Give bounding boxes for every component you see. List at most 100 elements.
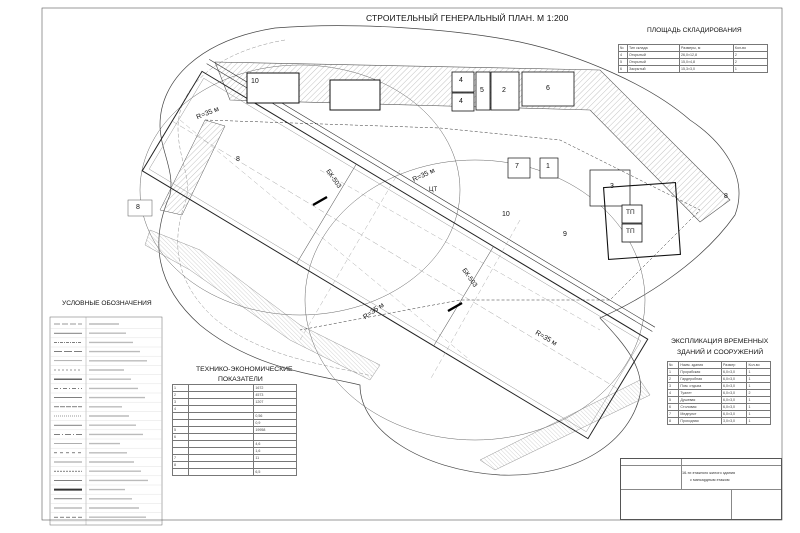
table-cell: 6,0×3,0 — [720, 410, 748, 418]
storage-area — [329, 79, 381, 111]
legend-heading: УСЛОВНЫЕ ОБОЗНАЧЕНИЯ — [62, 300, 152, 307]
stamp-line: с мансардным этажом — [690, 478, 730, 482]
tech-heading: ПОКАЗАТЕЛИ — [218, 376, 263, 383]
sheet-frame — [41, 7, 783, 521]
table-cell: 26,0×12,8 — [678, 51, 734, 59]
table-cell: 4573 — [253, 391, 297, 399]
storage-table: № Тип склада Размеры, м Кол-во 4 Открыты… — [618, 44, 769, 73]
axis-line — [179, 119, 471, 361]
table-cell: 15,3×3,0 — [678, 65, 734, 73]
crane-reach-circle — [304, 159, 646, 441]
table-header: Тип склада — [627, 44, 680, 52]
building-7 — [507, 157, 531, 179]
transformer-substation — [602, 181, 682, 261]
table-cell: 19958 — [253, 426, 297, 434]
building-number: 6 — [546, 85, 550, 92]
table-cell: 0,56 — [253, 412, 297, 420]
table-cell: 6,5 — [253, 468, 297, 476]
table-cell: 11 — [253, 454, 297, 462]
building-number: 8 — [236, 156, 240, 163]
table-cell: Гардеробная — [678, 375, 722, 383]
explication-heading: ЗДАНИЙ И СООРУЖЕНИЙ — [677, 349, 764, 356]
table-row: 3 Пом. отдыха 6,0×3,0 1 — [666, 382, 771, 390]
table-cell: 1 — [746, 417, 771, 425]
table-cell: 7 — [666, 410, 680, 418]
table-cell: 1 — [746, 396, 771, 404]
building-number: 4 — [459, 98, 463, 105]
table-cell: 15,0×4,8 — [678, 58, 734, 66]
table-row: 4 — [171, 405, 297, 413]
table-header: Размеры, м — [678, 44, 734, 52]
axis-line — [429, 219, 521, 381]
table-cell: 4 — [618, 51, 628, 59]
table-cell: 5 — [666, 396, 680, 404]
building-4-bottom — [451, 92, 475, 112]
storage-heading: ПЛОЩАДЬ СКЛАДИРОВАНИЯ — [647, 27, 742, 34]
table-row: 5 Душевая 6,0×3,0 1 — [666, 396, 771, 404]
building-number: 4 — [459, 77, 463, 84]
table-row: 2 Гардеробная 6,0×3,0 1 — [666, 375, 771, 383]
table-cell: 1 — [746, 375, 771, 383]
legend-panel — [49, 316, 163, 526]
table-row: 8 — [171, 461, 297, 469]
table-row: 8 Проходная 3,0×3,0 1 — [666, 417, 771, 425]
table-row: 4,6 — [171, 440, 297, 448]
table-cell: Открытый — [627, 58, 680, 66]
table-header: № — [666, 361, 680, 369]
building-number: 3 — [610, 183, 614, 190]
table-cell: 1,6 — [253, 447, 297, 455]
building-number: 1 — [546, 163, 550, 170]
center-mark-label: ЦТ — [429, 187, 438, 193]
table-cell: 6,0×3,0 — [720, 389, 748, 397]
building-number: 10 — [502, 211, 510, 218]
table-cell: 0,9 — [253, 419, 297, 427]
building-number: 9 — [563, 231, 567, 238]
table-cell: Медпункт — [678, 410, 722, 418]
table-header: Кол-во — [732, 44, 769, 52]
table-cell: 1 — [746, 368, 771, 376]
table-row: 6,5 — [171, 468, 297, 476]
table-row: 4 Туалет 6,0×3,0 2 — [666, 389, 771, 397]
table-cell: 1672 — [253, 384, 297, 392]
table-row: 1 Прорабская 6,0×3,0 1 — [666, 368, 771, 376]
tp-box — [621, 223, 643, 243]
building-footprint — [141, 59, 656, 440]
table-cell: 6,0×3,0 — [720, 382, 748, 390]
temporary-fence — [204, 119, 701, 331]
table-cell: 6 — [618, 65, 628, 73]
tp-box — [621, 204, 643, 224]
table-header: № — [618, 44, 628, 52]
table-row: № Тип склада Размеры, м Кол-во — [618, 44, 769, 52]
table-row: 4 Открытый 26,0×12,8 2 — [618, 51, 769, 59]
table-cell: 6,0×3,0 — [720, 368, 748, 376]
axis-line — [319, 169, 601, 331]
table-cell: 5 — [618, 58, 628, 66]
table-row: 1,6 — [171, 447, 297, 455]
building-1 — [539, 157, 559, 179]
table-row: 0,9 — [171, 419, 297, 427]
explication-table: № Наим. здания Размер Кол-во 1 Прорабска… — [666, 361, 771, 425]
table-row: 6 — [171, 433, 297, 441]
building-8-left — [127, 199, 153, 217]
stamp-line: 16-ти этажного жилого здания — [682, 471, 736, 475]
hatched-zone — [144, 229, 381, 381]
building-number: 7 — [515, 163, 519, 170]
building-number: 5 — [480, 87, 484, 94]
table-cell: 8 — [666, 417, 680, 425]
table-cell: 1 — [732, 65, 769, 73]
tech-heading: ТЕХНИКО-ЭКОНОМИЧЕСКИЕ — [196, 366, 293, 373]
table-cell: 1 — [666, 368, 680, 376]
table-cell: Пом. отдыха — [678, 382, 722, 390]
table-cell: 2 — [732, 51, 769, 59]
crane-marker — [447, 301, 463, 313]
building-3 — [589, 169, 631, 207]
table-cell: Туалет — [678, 389, 722, 397]
table-cell: 3,0×3,0 — [720, 417, 748, 425]
table-cell: 6 — [666, 403, 680, 411]
table-cell: Душевая — [678, 396, 722, 404]
table-cell: 2 — [746, 389, 771, 397]
table-row: 5 Открытый 15,0×4,8 2 — [618, 58, 769, 66]
